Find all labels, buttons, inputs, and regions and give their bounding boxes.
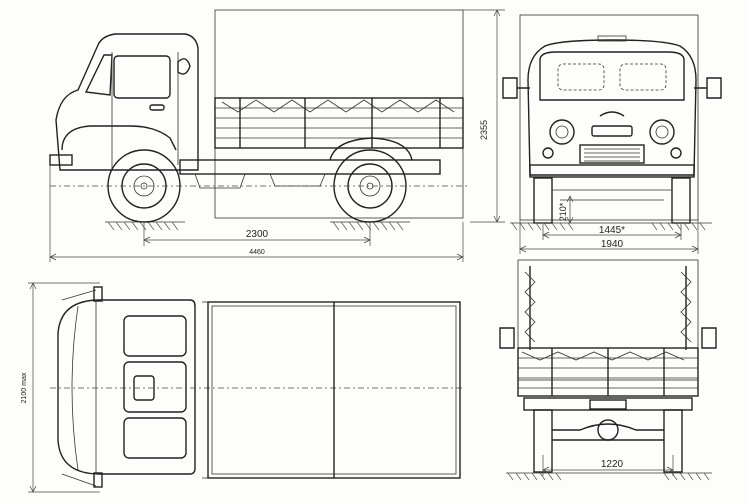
- rear-plate: [589, 399, 627, 410]
- label-front-track: 1445*: [599, 225, 625, 236]
- front-mirror-left: [502, 77, 530, 99]
- rear-view: 1220: [499, 259, 717, 481]
- top-seat-right: [123, 417, 187, 459]
- front-wheel-left: [533, 177, 553, 224]
- front-grille: [579, 144, 645, 164]
- ground-hatch-front: [105, 221, 185, 231]
- dim-ground-clearance: 210*: [558, 195, 574, 224]
- side-cargo-bed: [214, 97, 464, 149]
- dim-front-track: 1445*: [542, 224, 682, 240]
- dim-overall-height: 2355: [463, 9, 505, 223]
- rear-tailgate: [517, 347, 699, 397]
- front-headlight-left: [549, 119, 575, 145]
- label-overall-length: 4460: [249, 249, 265, 256]
- label-width-max: 2100 max: [21, 372, 28, 403]
- front-windshield: [539, 51, 685, 101]
- front-wheel-right: [671, 177, 691, 224]
- front-view: 210* 1445* 1940: [502, 14, 722, 254]
- dim-overall-width: 1940: [519, 220, 699, 254]
- dim-width-max: 2100 max: [21, 282, 100, 493]
- rear-mirror-right: [701, 327, 717, 349]
- side-tent-outline: [214, 9, 464, 219]
- rear-tent-frame: [524, 266, 692, 350]
- front-mirror-right: [694, 77, 722, 99]
- label-wheelbase: 2300: [246, 229, 269, 240]
- side-rear-fender: [329, 137, 413, 161]
- top-view: 2100 max: [21, 282, 465, 493]
- dim-rear-track: 1220: [542, 455, 674, 476]
- dim-overall-length: 4460: [49, 165, 464, 262]
- top-seat-center: [123, 361, 187, 413]
- front-badge: [591, 125, 633, 137]
- front-tent-outline: [519, 14, 699, 221]
- rear-ground: [506, 472, 712, 481]
- front-cab: [527, 39, 697, 176]
- label-rear-track: 1220: [601, 459, 624, 470]
- front-headlight-right: [649, 119, 675, 145]
- side-bumper: [49, 154, 73, 166]
- side-front-fender: [61, 125, 177, 151]
- label-ground-clearance: 210*: [558, 202, 568, 221]
- top-seat-left: [123, 315, 187, 357]
- top-cab: [57, 299, 196, 475]
- label-overall-height: 2355: [479, 120, 489, 140]
- rear-mirror-left: [499, 327, 515, 349]
- side-mirror: [177, 58, 191, 75]
- side-view: 2355 2300 4460: [49, 9, 505, 262]
- rear-axle: [552, 423, 664, 441]
- dim-wheelbase: 2300: [143, 222, 371, 246]
- side-door-handle: [149, 104, 165, 111]
- label-overall-width: 1940: [601, 239, 624, 250]
- side-cab-body: [55, 33, 199, 171]
- side-windshield: [84, 54, 113, 96]
- front-ground: [510, 222, 712, 231]
- side-door-window: [113, 55, 171, 99]
- side-frame: [179, 159, 441, 175]
